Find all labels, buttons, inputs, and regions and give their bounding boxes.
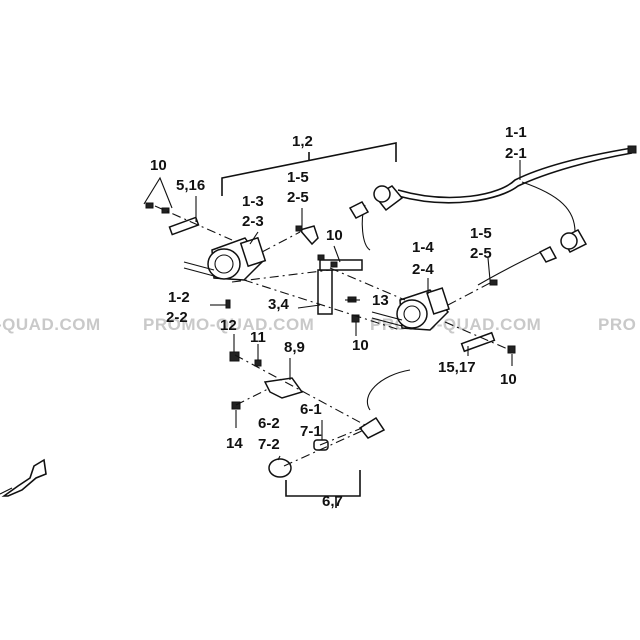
callout-2-3: 2-3 bbox=[242, 213, 264, 230]
callout-3-4: 3,4 bbox=[268, 296, 290, 313]
callout-5-16: 5,16 bbox=[176, 177, 205, 194]
callout-11: 11 bbox=[250, 329, 266, 346]
callout-1-5-right: 1-5 bbox=[470, 225, 492, 242]
bracket-6-7 bbox=[285, 470, 361, 508]
callout-10-top: 10 bbox=[150, 157, 167, 174]
callout-2-5-left: 2-5 bbox=[287, 189, 309, 206]
callout-10-right: 10 bbox=[500, 371, 517, 388]
left-headlight bbox=[183, 185, 404, 281]
callout-13: 13 bbox=[372, 292, 389, 309]
callout-14: 14 bbox=[226, 435, 243, 452]
callout-1-2: 1,2 bbox=[292, 133, 313, 150]
callout-8-9: 8,9 bbox=[284, 339, 305, 356]
callout-12: 12 bbox=[220, 317, 237, 334]
callout-6-1: 6-1 bbox=[300, 401, 322, 418]
callout-1-5-left: 1-5 bbox=[287, 169, 309, 186]
watermark-right: PRO bbox=[598, 315, 636, 334]
callout-6-2: 6-2 bbox=[258, 415, 280, 432]
callout-10-center: 10 bbox=[352, 337, 369, 354]
direction-arrow-icon bbox=[0, 458, 47, 497]
callout-1-1: 1-1 bbox=[505, 124, 527, 141]
leader-lines bbox=[143, 160, 521, 461]
watermark-center: PROMO-QUAD.COM bbox=[143, 315, 314, 334]
right-headlight bbox=[371, 229, 588, 331]
callout-1-4: 1-4 bbox=[412, 239, 434, 256]
callout-2-1: 2-1 bbox=[505, 145, 527, 162]
wiring-harness bbox=[361, 145, 637, 286]
callout-1-3: 1-3 bbox=[242, 193, 264, 210]
watermark: -QUAD.COM PROMO-QUAD.COM PROMO-QUAD.COM … bbox=[0, 315, 636, 334]
watermark-left: -QUAD.COM bbox=[0, 315, 101, 334]
callout-2-4: 2-4 bbox=[412, 261, 434, 278]
callout-6-7: 6,7 bbox=[322, 493, 343, 510]
callout-2-5-right: 2-5 bbox=[470, 245, 492, 262]
alignment-lines bbox=[154, 205, 511, 467]
callout-labels: 1,2 10 5,16 1-3 2-3 1-5 2-5 1-1 2-1 10 1… bbox=[150, 124, 527, 510]
callout-7-1: 7-1 bbox=[300, 423, 322, 440]
callout-1-2-sub: 1-2 bbox=[168, 289, 190, 306]
bracket-1-2 bbox=[221, 142, 397, 196]
callout-15-17: 15,17 bbox=[438, 359, 476, 376]
callout-2-2: 2-2 bbox=[166, 309, 188, 326]
callout-7-2: 7-2 bbox=[258, 436, 280, 453]
callout-10-mid: 10 bbox=[326, 227, 343, 244]
